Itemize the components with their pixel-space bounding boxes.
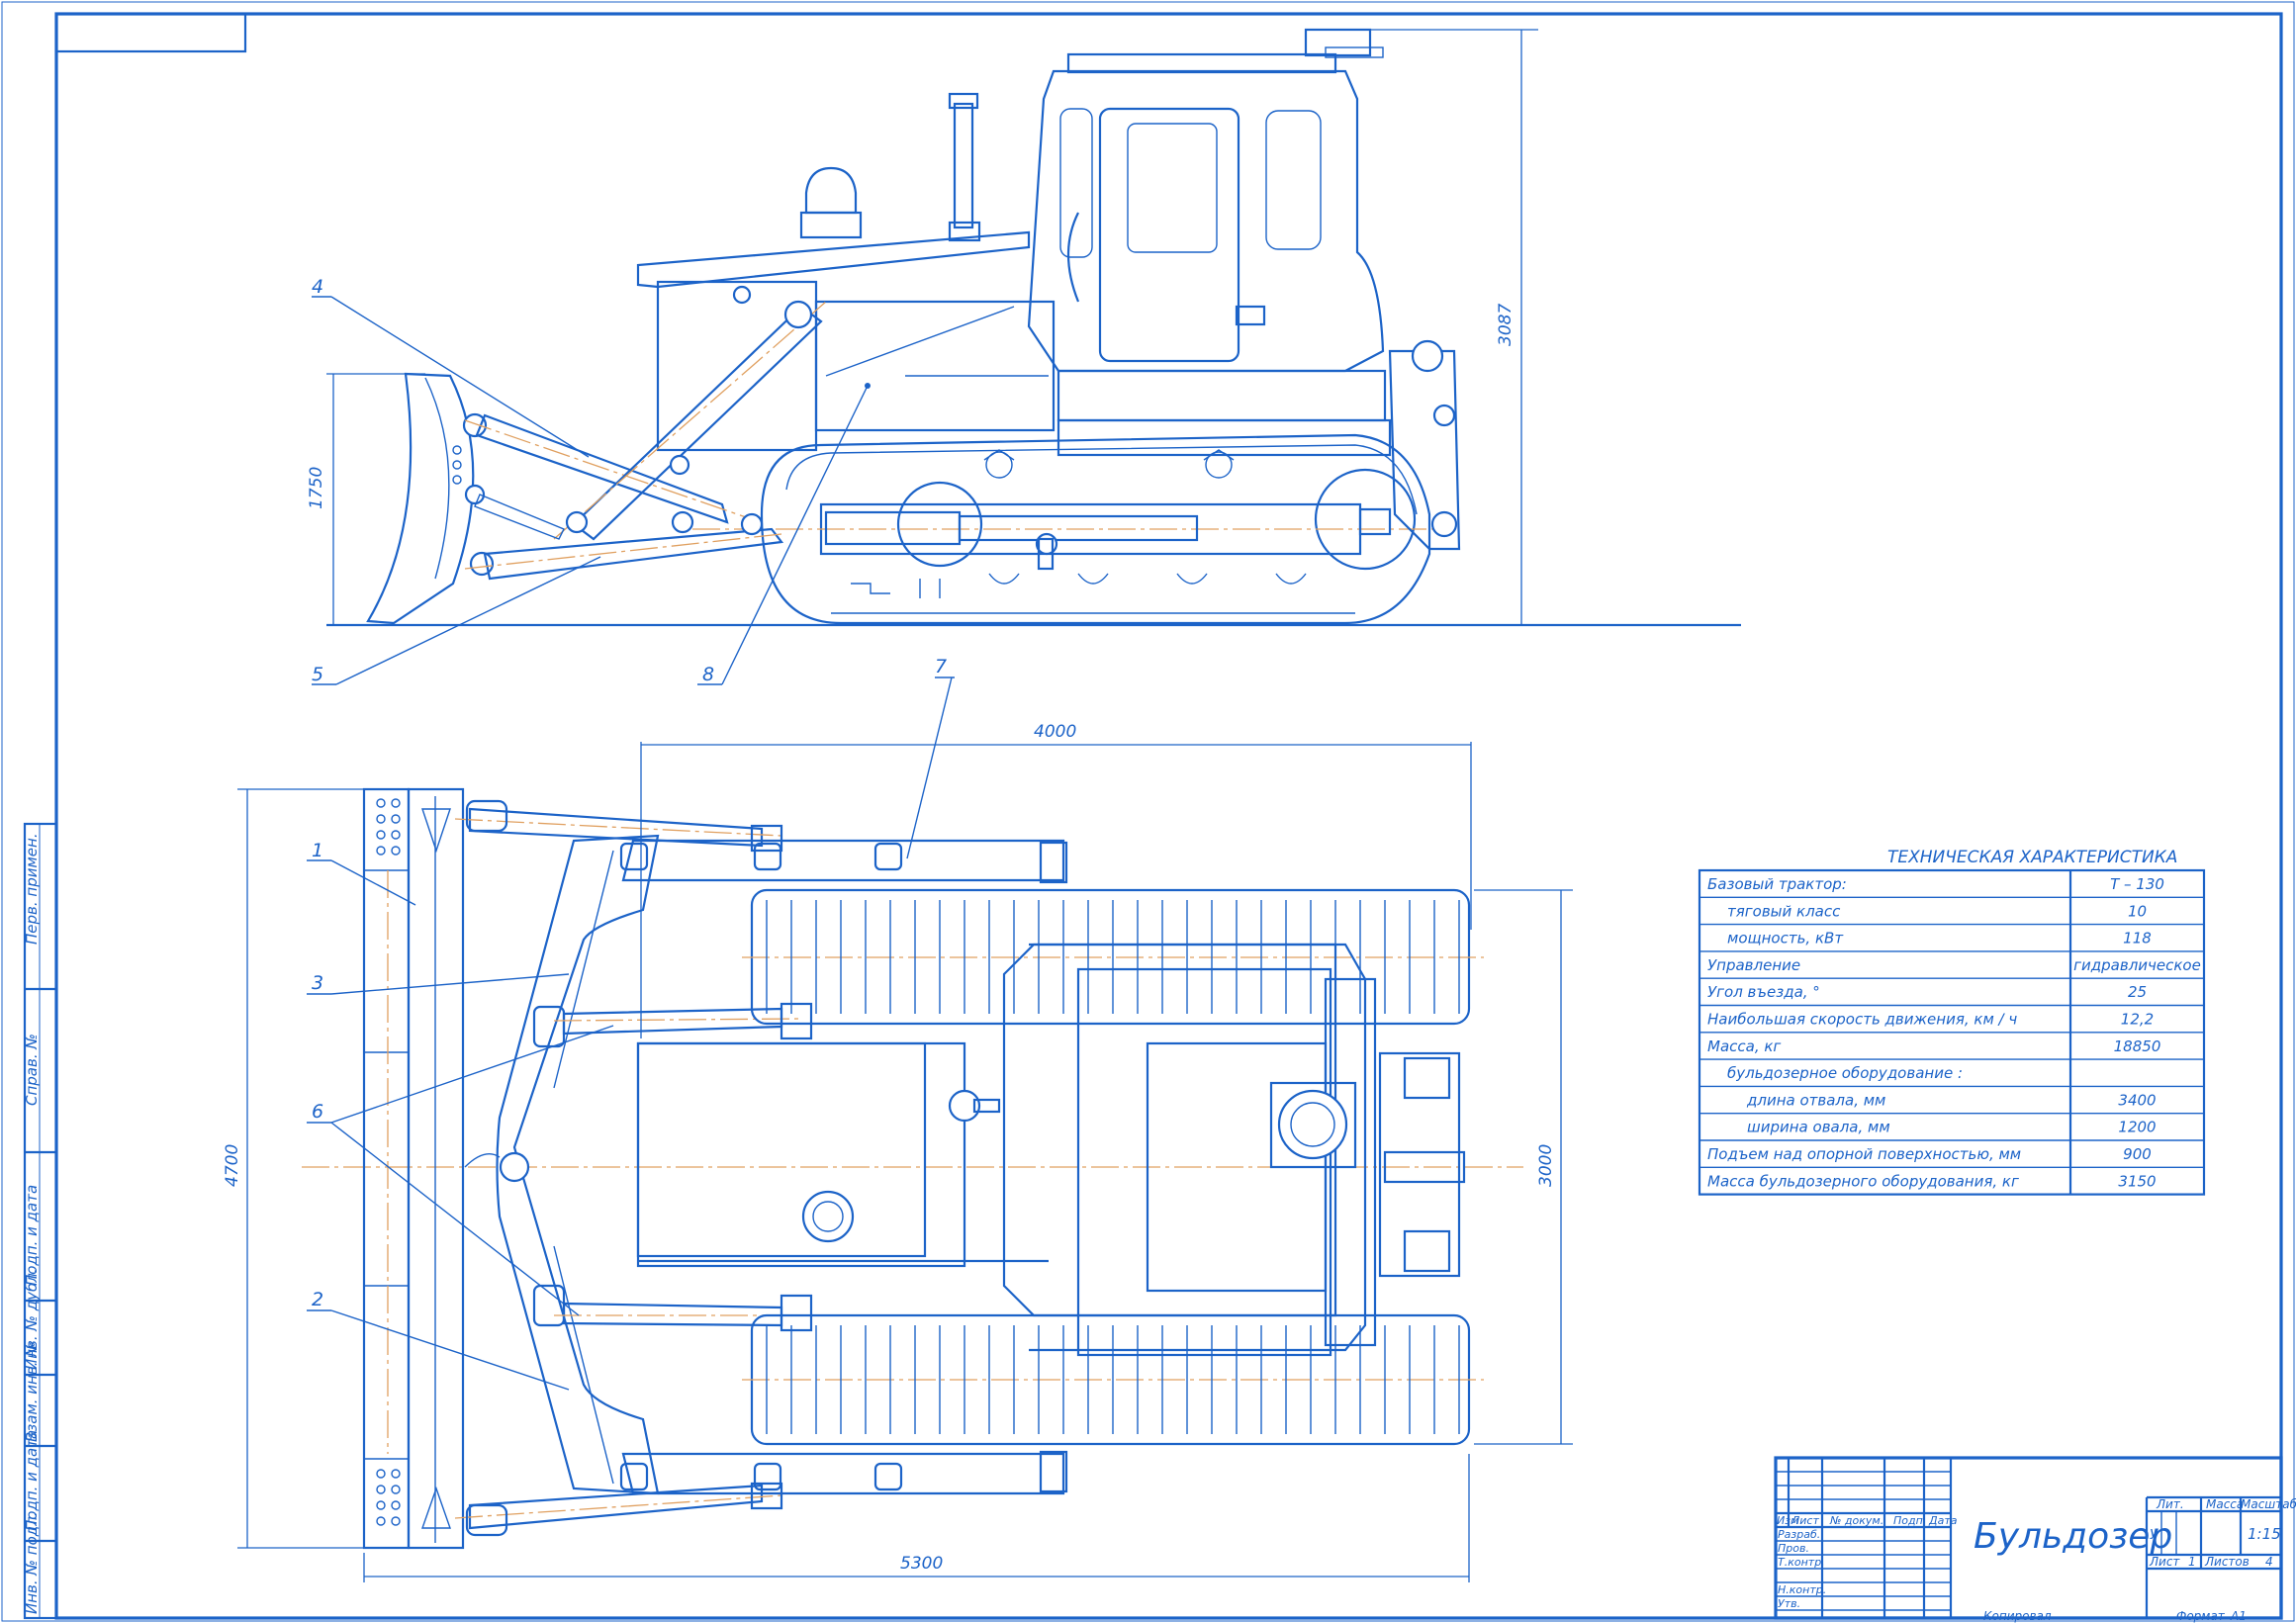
track-shoes-top (766, 900, 1460, 1434)
spec-row-label: Наибольшая скорость движения, км / ч (1707, 1011, 2017, 1029)
hood-top (636, 230, 1031, 289)
spec-row-label: Масса, кг (1707, 1037, 1781, 1055)
callout-8: 8 (702, 664, 714, 685)
spec-row-label: бульдозерное оборудование : (1727, 1064, 1963, 1082)
spec-row-label: Угол въезда, ° (1707, 983, 1820, 1001)
side-label-podp1: Подп. и дата (23, 1185, 41, 1286)
cab (1027, 69, 1385, 373)
spec-row-value: 25 (2128, 983, 2147, 1001)
side-view: 1750 3087 4 5 8 (307, 28, 1741, 685)
callout-4: 4 (312, 276, 323, 298)
tb-utv: Утв. (1778, 1597, 1800, 1610)
tb-sheets-total: 4 (2265, 1555, 2273, 1569)
callout-7: 7 (935, 656, 947, 677)
spec-row-label: длина отвала, мм (1746, 1091, 1885, 1109)
track-side (760, 433, 1431, 625)
side-label-vzam: Взам. инв. № (23, 1341, 41, 1442)
spec-row-value: Т – 130 (2110, 875, 2164, 893)
exhaust-pipe (953, 102, 974, 229)
spec-row-value: 3150 (2118, 1172, 2156, 1190)
plan-push-arm-bottom (621, 1452, 1065, 1495)
callout-2: 2 (312, 1289, 323, 1310)
tb-col-data: Дата (1928, 1514, 1958, 1527)
cab-door (1098, 107, 1240, 363)
plan-hood (636, 1041, 966, 1268)
side-blade (366, 372, 475, 625)
spec-row-value: 900 (2123, 1145, 2152, 1163)
plan-cylinder-bottom (468, 1484, 764, 1530)
tb-sheets-label: Листов (2204, 1555, 2250, 1569)
tb-col-izm: Изм (1777, 1514, 1798, 1527)
plan-push-frame (496, 834, 660, 1495)
spec-row-label: тяговый класс (1727, 902, 1841, 920)
callout-1: 1 (312, 840, 323, 861)
spec-row-value: 1200 (2118, 1119, 2156, 1136)
rear-hitch (1388, 349, 1461, 551)
dim-plan-length: 4000 (1034, 722, 1076, 742)
side-label-perv: Перв. примен. (23, 833, 41, 945)
spec-table: ТЕХНИЧЕСКАЯ ХАРАКТЕРИСТИКА Базовый тракт… (1698, 848, 2206, 1196)
spec-row-value: 10 (2128, 902, 2147, 920)
top-left-box (54, 12, 247, 53)
plan-blade (362, 787, 411, 1550)
spec-row-value: 12,2 (2121, 1011, 2154, 1029)
tb-razrab: Разраб. (1778, 1528, 1820, 1541)
spec-row-value: гидравлическое (2073, 956, 2201, 974)
air-precleaner (804, 166, 858, 215)
dim-blade-height: 1750 (307, 467, 326, 509)
plan-push-arm-top (621, 839, 1065, 882)
tb-scale: 1:15 (2248, 1525, 2281, 1543)
spec-row-label: Управление (1707, 956, 1800, 974)
tb-col-doc: № докум. (1829, 1514, 1883, 1527)
sheet-frame (54, 12, 2283, 1620)
dim-total-height: 3087 (1496, 304, 1515, 346)
callout-3: 3 (312, 972, 323, 994)
tb-col-list: Лист (1791, 1514, 1819, 1527)
tb-masshtab: Масштаб (2241, 1497, 2296, 1511)
spec-row-label: Подъем над опорной поверхностью, мм (1707, 1145, 2021, 1163)
callout-5: 5 (312, 664, 323, 685)
tb-sheet-no: 1 (2188, 1555, 2196, 1569)
spec-row-label: ширина овала, мм (1747, 1119, 1890, 1136)
side-strip: Перв. примен. Справ. № Подп. и дата Инв.… (23, 822, 58, 1620)
tb-col-podp: Подп. (1893, 1514, 1926, 1527)
plan-rear-hitch (1378, 1051, 1461, 1278)
tb-sheet-label: Лист (2149, 1555, 2180, 1569)
tb-tkontr: Т.контр. (1778, 1556, 1825, 1569)
spec-row-label: Масса бульдозерного оборудования, кг (1707, 1172, 2019, 1190)
tb-prov: Пров. (1778, 1542, 1809, 1555)
tilt-brace-side (572, 305, 823, 541)
push-arm-side (483, 527, 784, 581)
spec-row-label: Базовый трактор: (1707, 875, 1847, 893)
title-block: Изм Лист № докум. Подп. Дата Разраб. Про… (1774, 1456, 2296, 1623)
spec-table-title: ТЕХНИЧЕСКАЯ ХАРАКТЕРИСТИКА (1887, 848, 2177, 867)
tb-format-value: А1 (2230, 1609, 2247, 1623)
dim-track-width: 3000 (1536, 1144, 1556, 1187)
side-label-dubl: Инв. № дубл. (23, 1268, 41, 1370)
spec-row-value: 3400 (2118, 1091, 2156, 1109)
plan-view: 4000 5300 4700 3000 1 3 6 2 7 (223, 656, 1573, 1582)
plan-cylinder-top (468, 807, 764, 848)
callout-6: 6 (312, 1101, 323, 1123)
side-push-cylinder (824, 510, 962, 546)
spec-row-value: 18850 (2114, 1037, 2161, 1055)
tb-kopiroval: Копировал (1983, 1609, 2052, 1623)
tb-format-label: Формат (2176, 1609, 2226, 1623)
tb-title: Бульдозер (1974, 1516, 2172, 1557)
side-label-podp2: Подп. и дата (23, 1430, 41, 1531)
tb-nkontr: Н.контр. (1778, 1583, 1826, 1596)
lift-cylinder-side (475, 413, 729, 524)
tb-lit: Лит. (2156, 1497, 2184, 1511)
plan-brace-top (562, 1007, 783, 1036)
spec-row-value: 118 (2123, 930, 2152, 947)
tb-lit-value: У (2150, 1528, 2158, 1543)
side-label-podl: Инв. № подл. (23, 1512, 41, 1614)
side-label-sprav: Справ. № (23, 1034, 41, 1106)
dim-overall-width: 4700 (223, 1144, 242, 1187)
spec-row-label: мощность, кВт (1727, 930, 1844, 947)
dim-overall-length: 5300 (900, 1554, 943, 1574)
tb-massa: Масса (2206, 1497, 2244, 1511)
